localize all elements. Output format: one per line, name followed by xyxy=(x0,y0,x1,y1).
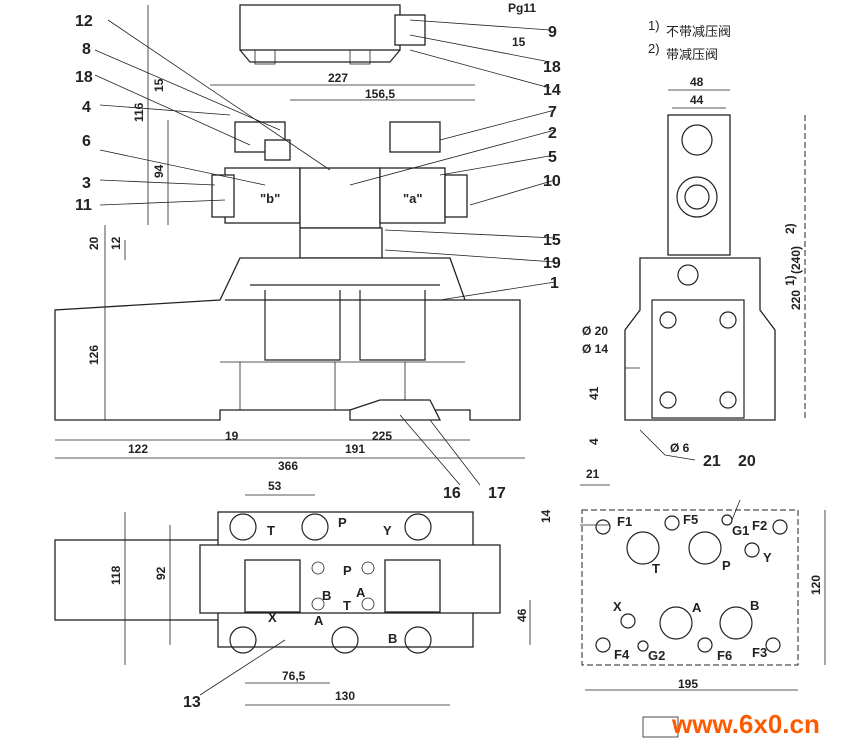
plate-label: G1 xyxy=(732,523,749,538)
callout: 20 xyxy=(738,453,756,470)
dim: 53 xyxy=(268,479,282,493)
plate-label: F4 xyxy=(614,647,630,662)
port-label: Y xyxy=(383,523,392,538)
port-label: "b" xyxy=(260,191,280,206)
callout: 2 xyxy=(548,125,557,142)
port-label: B xyxy=(388,631,397,646)
dim: 122 xyxy=(128,442,148,456)
dim: 366 xyxy=(278,459,298,473)
dim: 116 xyxy=(132,102,146,122)
callout: 19 xyxy=(543,255,561,272)
callout: 18 xyxy=(75,69,93,86)
note-2-text: 带减压阀 xyxy=(666,47,718,62)
dim: 156,5 xyxy=(365,87,395,101)
port-label: X xyxy=(268,610,277,625)
port-label: T xyxy=(267,523,275,538)
callout: 16 xyxy=(443,485,461,502)
callout: 12 xyxy=(75,13,93,30)
watermark: www.6x0.cn xyxy=(671,709,820,739)
dim: 126 xyxy=(87,345,101,365)
callout: 15 xyxy=(543,232,561,249)
callout: 18 xyxy=(543,59,561,76)
plan-view xyxy=(54,511,501,654)
side-view xyxy=(54,121,521,421)
plate-label: B xyxy=(750,598,759,613)
top-view-detail xyxy=(239,4,426,65)
dim: 130 xyxy=(335,689,355,703)
subplate-pattern xyxy=(581,509,799,666)
callout: 14 xyxy=(543,82,561,99)
dim: 120 xyxy=(809,575,823,595)
port-label: P xyxy=(338,515,347,530)
plate-label: F6 xyxy=(717,648,732,663)
dim: 19 xyxy=(225,429,239,443)
end-view xyxy=(624,114,806,421)
callout: 8 xyxy=(82,41,91,58)
dim: 46 xyxy=(515,608,529,622)
dim-note-marker: 2) xyxy=(783,223,797,234)
dim-note-marker: 1) xyxy=(783,275,797,286)
dim: 225 xyxy=(372,429,392,443)
dim: (240) xyxy=(789,246,803,274)
dim: 12 xyxy=(109,236,123,250)
dim: 44 xyxy=(690,93,704,107)
callout: 10 xyxy=(543,173,561,190)
dim: 41 xyxy=(587,386,601,400)
callout: 1 xyxy=(550,275,559,292)
dim: Ø 14 xyxy=(582,342,608,356)
note-2-marker: 2) xyxy=(648,41,660,56)
note-1-marker: 1) xyxy=(648,18,660,33)
dim: 92 xyxy=(154,566,168,580)
callout: 21 xyxy=(703,453,721,470)
dim: 48 xyxy=(690,75,704,89)
callout: 13 xyxy=(183,694,201,711)
dim: 4 xyxy=(587,438,601,445)
plate-label: T xyxy=(652,561,660,576)
dim: 15 xyxy=(152,78,166,92)
dim: Ø 20 xyxy=(582,324,608,338)
callout: 7 xyxy=(548,104,557,121)
callout: 11 xyxy=(75,197,92,214)
port-label: P xyxy=(343,563,352,578)
dim: 191 xyxy=(345,442,365,456)
callout: 4 xyxy=(82,99,91,116)
note-1-text: 不带减压阀 xyxy=(666,24,731,39)
dim: 14 xyxy=(539,509,553,523)
plate-label: F5 xyxy=(683,512,698,527)
plate-label: F1 xyxy=(617,514,632,529)
plate-label: X xyxy=(613,599,622,614)
callout: 17 xyxy=(488,485,506,502)
dim: 21 xyxy=(586,467,600,481)
dim: 118 xyxy=(109,565,123,585)
plate-label: P xyxy=(722,558,731,573)
callout: 9 xyxy=(548,24,557,41)
plate-label: A xyxy=(692,600,702,615)
dimension-lines xyxy=(55,5,826,706)
dim: Ø 6 xyxy=(670,441,690,455)
dim: 227 xyxy=(328,71,348,85)
dim-pg11: Pg11 xyxy=(508,1,536,15)
dim: 195 xyxy=(678,677,698,691)
plate-label: G2 xyxy=(648,648,665,663)
callout: 6 xyxy=(82,133,91,150)
port-label: B xyxy=(322,588,331,603)
port-label: A xyxy=(356,585,366,600)
dim: 220 xyxy=(789,290,803,310)
port-label: A xyxy=(314,613,324,628)
dim: 15 xyxy=(512,35,526,49)
plate-label: Y xyxy=(763,550,772,565)
dim: 94 xyxy=(152,164,166,178)
dim: 76,5 xyxy=(282,669,306,683)
title-block xyxy=(642,716,679,738)
callout: 5 xyxy=(548,149,557,166)
port-label: "a" xyxy=(403,191,423,206)
plate-label: F3 xyxy=(752,645,767,660)
dim: 20 xyxy=(87,236,101,250)
plate-label: F2 xyxy=(752,518,767,533)
callout: 3 xyxy=(82,175,91,192)
port-label: T xyxy=(343,598,351,613)
